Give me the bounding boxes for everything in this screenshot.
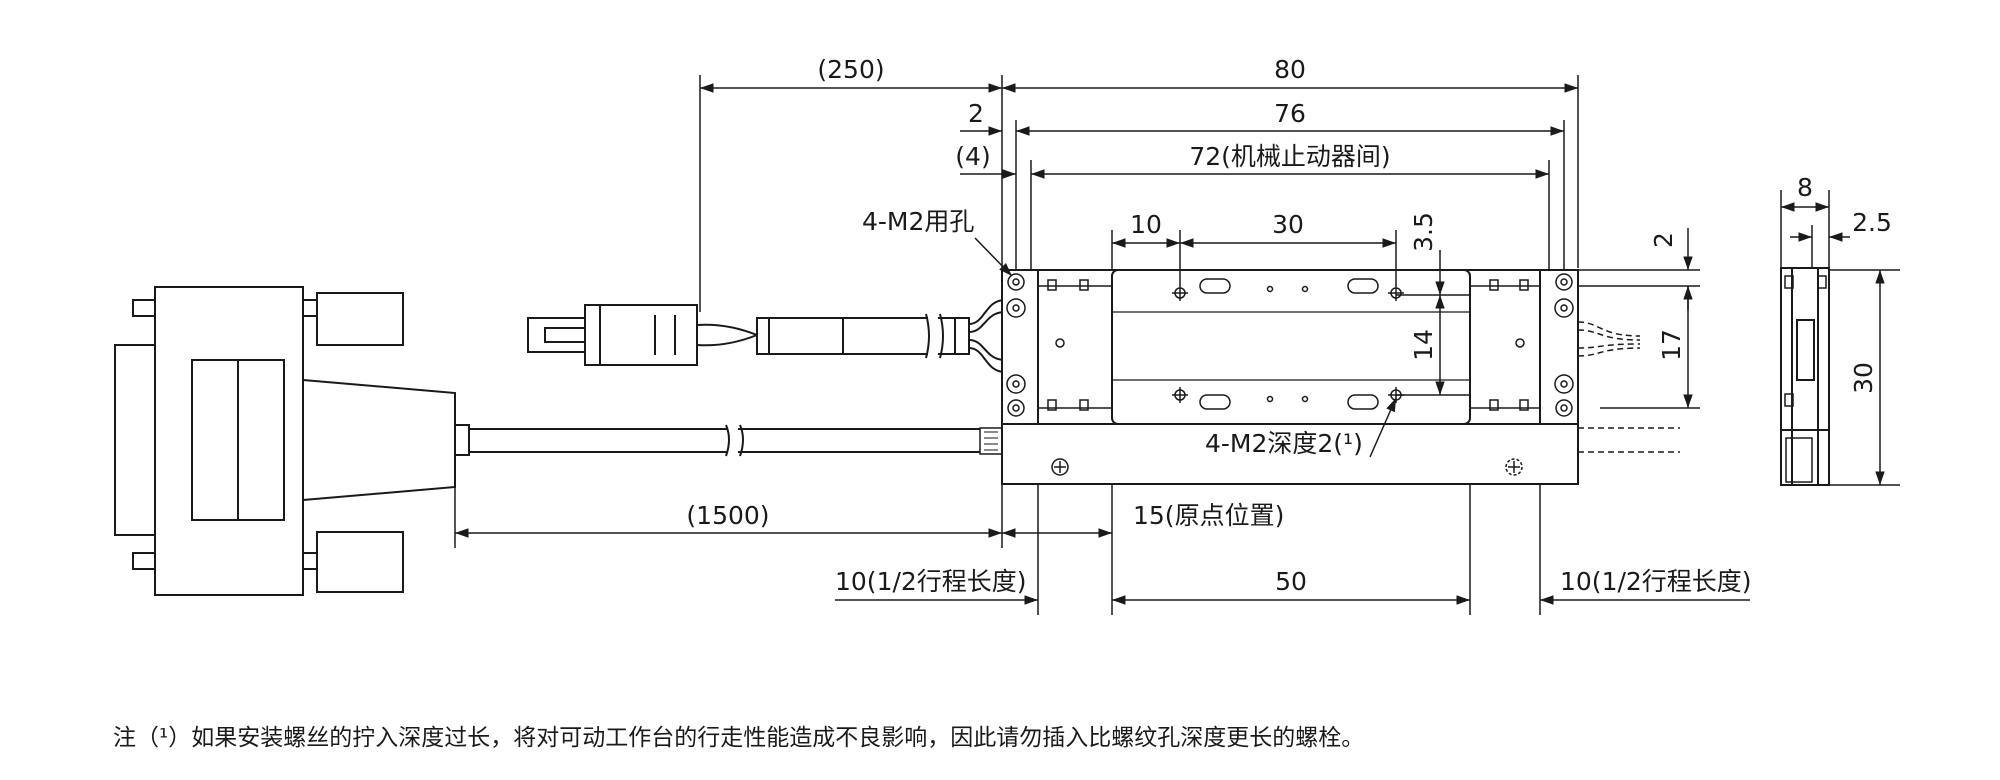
dim-2-5: 2.5 (1852, 208, 1892, 237)
dim-10-left: 10(1/2行程长度) (835, 567, 1027, 596)
dim-30: 30 (1272, 210, 1304, 239)
table-holes (1006, 273, 1574, 476)
dim-2: 2 (968, 99, 984, 128)
dim-15: 15(原点位置) (1133, 501, 1284, 530)
callout-m2-depth: 4-M2深度2(¹) (1205, 429, 1363, 458)
callout-m2-holes: 4-M2用孔 (862, 207, 974, 236)
sensor-connector (527, 299, 1006, 373)
dim-80: 80 (1274, 55, 1306, 84)
footnote: 注（¹）如果安装螺丝的拧入深度过长，将对可动工作台的行走性能造成不良影响，因此请… (113, 725, 1365, 751)
dim-3-5: 3.5 (1409, 212, 1438, 252)
sensor-leads (1577, 321, 1680, 453)
dimension-lines (454, 75, 1900, 615)
dim-50: 50 (1275, 567, 1307, 596)
side-view (1780, 267, 1830, 486)
dim-30-side: 30 (1849, 362, 1878, 394)
dim-1500: (1500) (686, 501, 769, 530)
dim-17: 17 (1657, 329, 1686, 361)
dim-10-right: 10(1/2行程长度) (1560, 567, 1752, 596)
dim-72: 72(机械止动器间) (1189, 142, 1390, 171)
dimension-labels: (250) 80 2 76 (4) 72(机械止动器间) 10 30 3.5 1… (686, 55, 1891, 596)
dim-2-right: 2 (1649, 232, 1678, 248)
dsub-connector (114, 286, 470, 596)
slide-table-body (1001, 269, 1579, 485)
dim-76: 76 (1274, 99, 1306, 128)
dim-8: 8 (1797, 173, 1813, 202)
motor-cable (469, 424, 1003, 457)
dim-4: (4) (955, 142, 990, 171)
dim-10: 10 (1130, 210, 1162, 239)
dim-14: 14 (1409, 329, 1438, 361)
dim-250: (250) (817, 55, 884, 84)
